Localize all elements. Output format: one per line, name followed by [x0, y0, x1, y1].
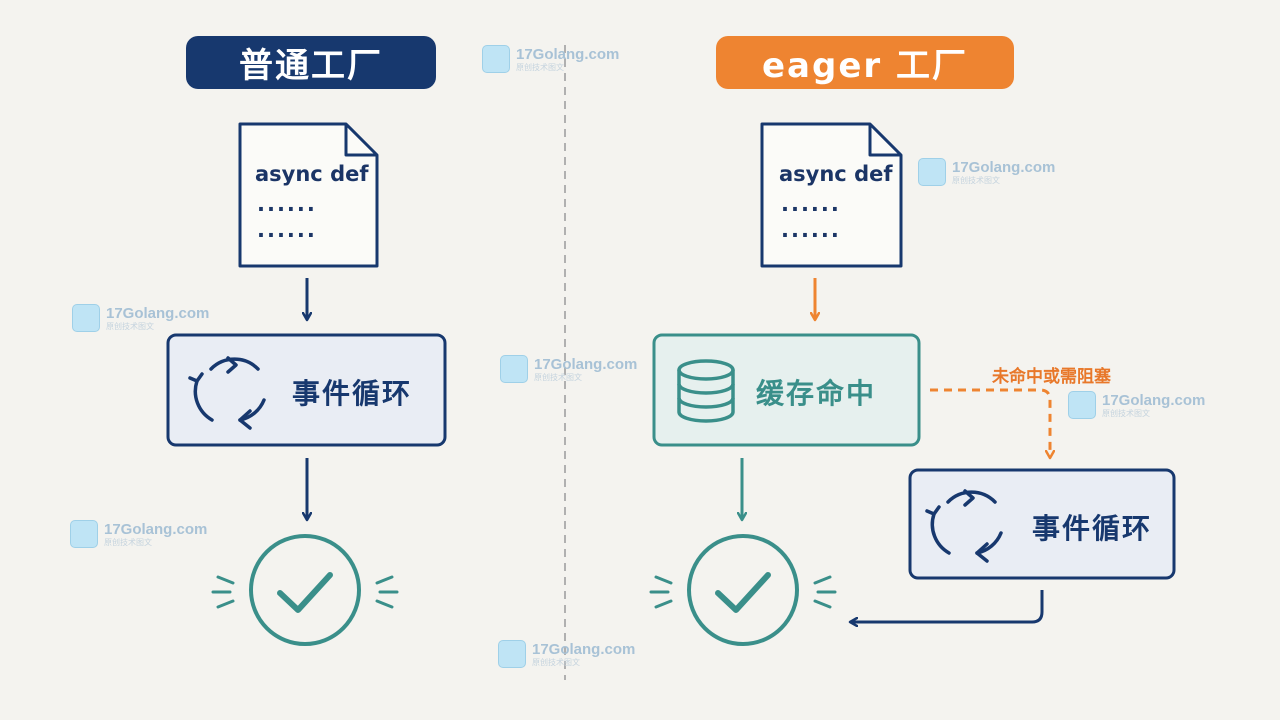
code-dots: ......	[781, 192, 841, 216]
watermark-logo-icon	[70, 520, 98, 548]
code-dots: ......	[257, 218, 317, 242]
watermark-subtext: 原创技术图文	[534, 372, 582, 382]
database-icon	[677, 359, 735, 423]
miss-dashed-arrow	[930, 388, 1050, 458]
watermark-logo-icon	[72, 304, 100, 332]
watermark-text: 17Golang.com	[532, 640, 636, 658]
watermark-subtext: 原创技术图文	[1102, 408, 1150, 418]
watermark-subtext: 原创技术图文	[106, 321, 154, 331]
cache-hit-label: 缓存命中	[756, 377, 877, 410]
checkmark-circle-icon	[211, 534, 399, 646]
watermark-subtext: 原创技术图文	[952, 175, 1000, 185]
watermark-logo-icon	[1068, 391, 1096, 419]
watermark-text: 17Golang.com	[534, 355, 638, 373]
watermark-logo-icon	[482, 45, 510, 73]
event-loop-label: 事件循环	[1032, 512, 1153, 545]
title-normal-factory-text: 普通工厂	[239, 46, 383, 86]
event-loop-box	[908, 468, 1176, 580]
checkmark-circle-icon	[649, 534, 837, 646]
title-normal-factory: 普通工厂	[186, 36, 436, 89]
title-eager-factory: eager 工厂	[716, 36, 1014, 89]
event-loop-label: 事件循环	[292, 377, 413, 410]
watermark-text: 17Golang.com	[1102, 391, 1206, 409]
title-eager-factory-text: eager 工厂	[761, 46, 968, 86]
watermark-subtext: 原创技术图文	[516, 62, 564, 72]
watermark-logo-icon	[500, 355, 528, 383]
refresh-cycle-icon	[925, 489, 1003, 563]
document-icon	[760, 122, 903, 268]
code-dots: ......	[257, 192, 317, 216]
watermark-logo-icon	[498, 640, 526, 668]
miss-note: 未命中或需阻塞	[992, 367, 1111, 387]
watermark-subtext: 原创技术图文	[104, 537, 152, 547]
watermark-text: 17Golang.com	[106, 304, 210, 322]
watermark-subtext: 原创技术图文	[532, 657, 580, 667]
watermark-text: 17Golang.com	[516, 45, 620, 63]
watermark-text: 17Golang.com	[104, 520, 208, 538]
document-icon	[238, 122, 379, 268]
refresh-cycle-icon	[188, 356, 266, 430]
code-line: async def	[779, 162, 893, 186]
watermark-logo-icon	[918, 158, 946, 186]
watermark-text: 17Golang.com	[952, 158, 1056, 176]
code-dots: ......	[781, 218, 841, 242]
event-loop-box	[166, 333, 447, 447]
code-line: async def	[255, 162, 369, 186]
return-arrow	[850, 590, 1044, 622]
